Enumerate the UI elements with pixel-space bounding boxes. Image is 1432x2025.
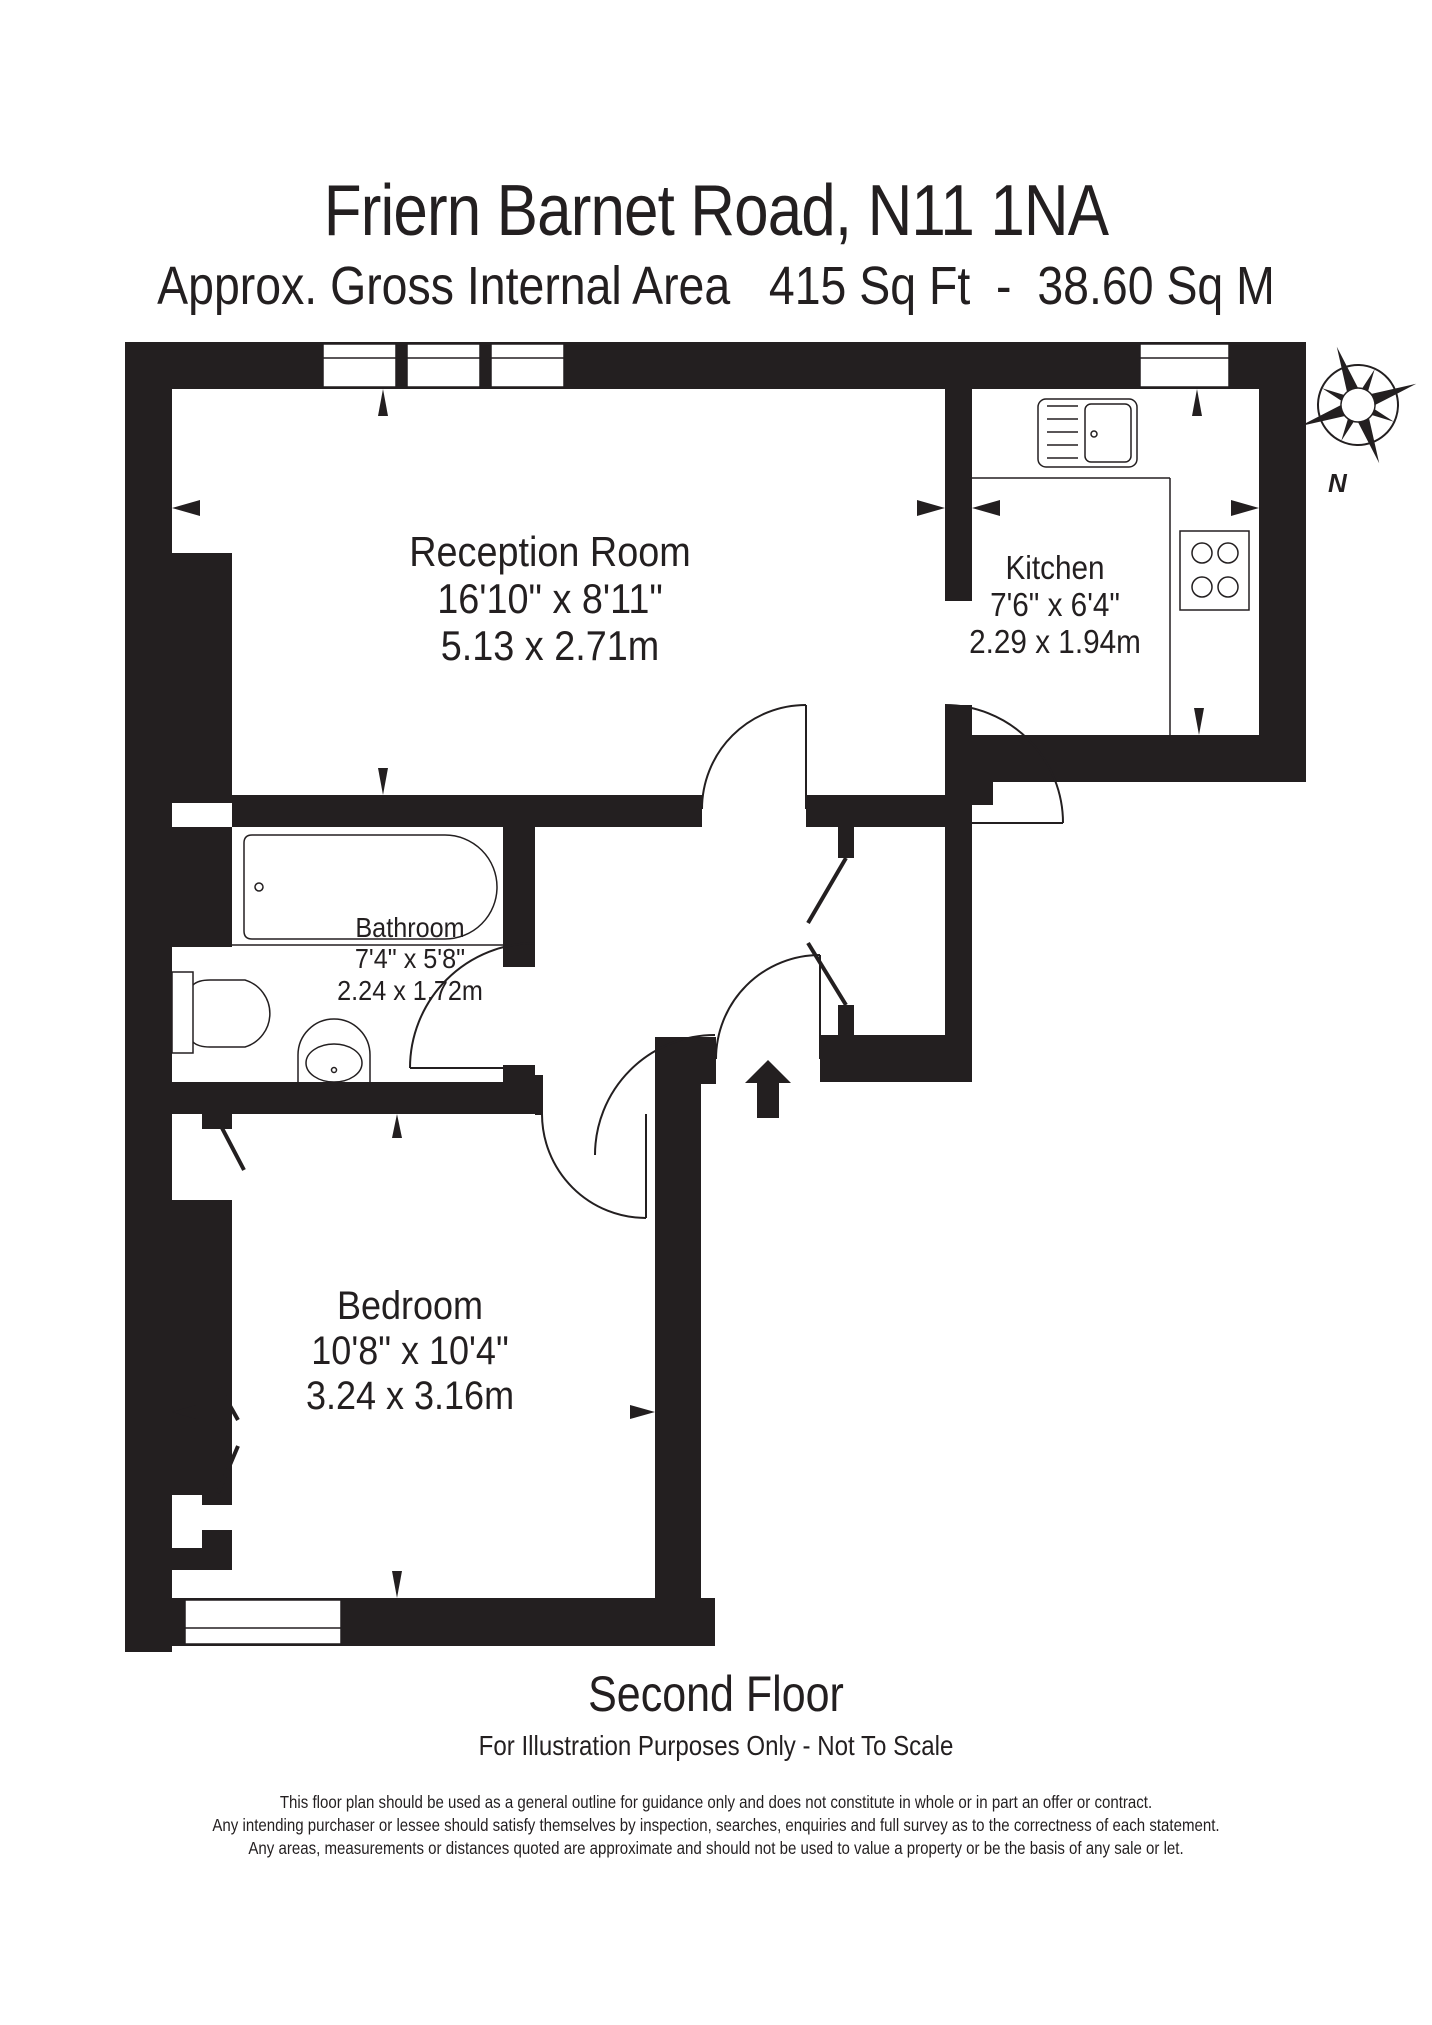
doors — [409, 704, 1064, 1219]
disclaimer-line: This floor plan should be used as a gene… — [279, 1792, 1153, 1812]
room-name: Bathroom — [355, 912, 465, 943]
windows — [184, 343, 1230, 1645]
bathroom-fittings — [171, 834, 503, 1083]
room-bathroom: Bathroom 7'4" x 5'8" 2.24 x 1.72m — [298, 912, 523, 1006]
room-imperial: 7'4" x 5'8" — [354, 943, 466, 975]
room-metric: 2.24 x 1.72m — [337, 974, 483, 1006]
disclaimer-line: Any intending purchaser or lessee should… — [212, 1815, 1220, 1835]
room-metric: 5.13 x 2.71m — [440, 622, 660, 670]
hob-icon — [1179, 530, 1250, 611]
room-imperial: 16'10" x 8'11" — [437, 575, 663, 623]
basin-icon — [297, 1018, 371, 1082]
room-bedroom: Bedroom 10'8" x 10'4" 3.24 x 3.16m — [257, 1284, 563, 1418]
room-metric: 3.24 x 3.16m — [305, 1373, 515, 1418]
room-metric: 2.29 x 1.94m — [969, 622, 1141, 660]
illustration-note: For Illustration Purposes Only - Not To … — [478, 1730, 954, 1761]
room-name: Kitchen — [1005, 549, 1105, 586]
room-name: Bedroom — [336, 1284, 484, 1328]
compass-rose-icon — [1299, 346, 1417, 464]
room-kitchen: Kitchen 7'6" x 6'4" 2.29 x 1.94m — [943, 549, 1168, 661]
bifold-doors — [216, 856, 848, 1494]
dimension-arrows — [172, 389, 1259, 1598]
room-name: Reception Room — [409, 528, 691, 575]
room-reception: Reception Room 16'10" x 8'11" 5.13 x 2.7… — [352, 528, 748, 669]
walls — [125, 342, 1306, 1652]
gross-internal-area: Approx. Gross Internal Area 415 Sq Ft - … — [157, 256, 1275, 316]
entrance-arrow-icon — [745, 1060, 791, 1118]
toilet-icon — [171, 971, 194, 1054]
sink-icon — [1037, 398, 1138, 468]
disclaimer-line: Any areas, measurements or distances quo… — [248, 1838, 1184, 1858]
room-imperial: 10'8" x 10'4" — [311, 1328, 509, 1373]
kitchen-fittings — [972, 398, 1250, 735]
page-title: Friern Barnet Road, N11 1NA — [323, 171, 1109, 251]
room-imperial: 7'6" x 6'4" — [990, 585, 1120, 623]
compass-north-label: N — [1328, 468, 1348, 498]
bathtub-icon — [243, 834, 498, 940]
floor-label: Second Floor — [588, 1666, 844, 1722]
